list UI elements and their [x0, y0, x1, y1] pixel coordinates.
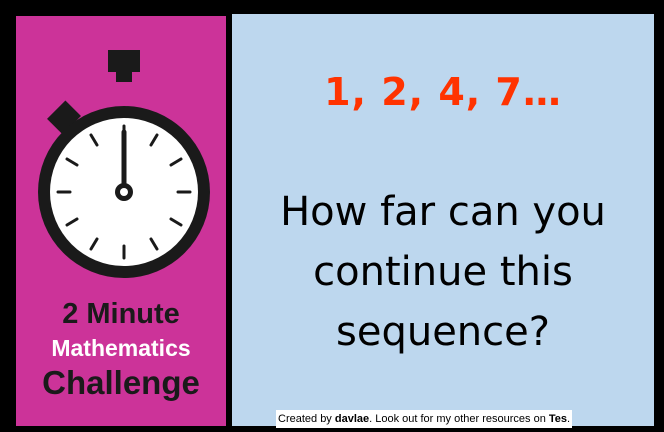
question-line: continue this: [313, 249, 573, 295]
stopwatch-icon: [38, 50, 210, 278]
question-text: How far can you continue this sequence?: [232, 182, 654, 362]
challenge-panel: 2 Minute Mathematics Challenge: [16, 16, 226, 426]
title-line-challenge: Challenge: [42, 363, 200, 401]
title-line-minute: 2 Minute: [62, 298, 180, 330]
credit-suffix: .: [567, 413, 571, 425]
credit-author: davlae: [334, 413, 370, 425]
sequence-text: 1, 2, 4, 7…: [324, 70, 562, 114]
question-panel: 1, 2, 4, 7… How far can you continue thi…: [232, 14, 654, 426]
credit-site: Tes: [548, 413, 568, 425]
challenge-title: 2 Minute Mathematics Challenge: [16, 298, 226, 402]
question-line: sequence?: [336, 309, 550, 355]
title-line-mathematics: Mathematics: [51, 335, 191, 362]
credit-prefix: Created by: [278, 413, 335, 425]
question-line: How far can you: [280, 189, 606, 235]
credit-middle: . Look out for my other resources on: [369, 413, 549, 425]
credit-line: Created by davlae. Look out for my other…: [276, 410, 573, 428]
